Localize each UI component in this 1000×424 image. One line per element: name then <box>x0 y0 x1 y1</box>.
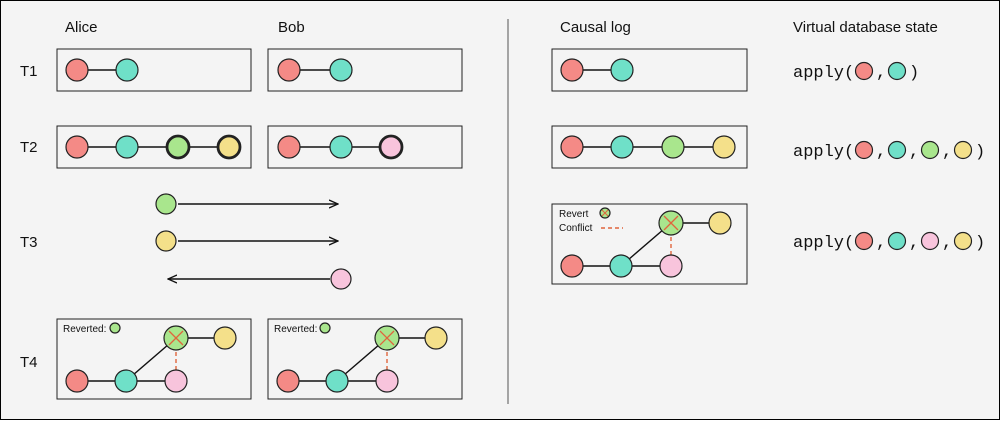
apply-expression-t1: apply(,) <box>793 61 919 83</box>
revert-cross-icon <box>663 215 679 231</box>
node <box>325 369 349 393</box>
apply-suffix: ) <box>909 64 919 83</box>
apply-expression-t2: apply(,,,) <box>793 140 985 162</box>
node <box>164 369 188 393</box>
node <box>213 326 237 350</box>
node <box>609 254 633 278</box>
node <box>375 369 399 393</box>
apply-node <box>887 231 907 251</box>
legend-revert-label: Revert <box>559 209 589 220</box>
node <box>329 135 353 159</box>
apply-node <box>854 61 874 81</box>
node <box>329 58 353 82</box>
apply-separator: , <box>909 234 919 253</box>
apply-suffix: ) <box>975 234 985 253</box>
node <box>155 193 177 215</box>
node <box>708 211 732 235</box>
node <box>610 135 634 159</box>
node <box>276 369 300 393</box>
node <box>277 135 301 159</box>
alice-t1-box <box>56 48 252 92</box>
node <box>155 230 177 252</box>
legend-conflict-label: Conflict <box>559 223 593 234</box>
header-virtual-database-state: Virtual database state <box>793 19 938 36</box>
node-new <box>216 134 242 160</box>
apply-node <box>920 140 940 160</box>
header-causal-log: Causal log <box>560 19 631 36</box>
reverted-node-icon <box>109 322 121 334</box>
header-alice: Alice <box>65 19 98 36</box>
revert-cross-icons <box>168 209 679 346</box>
apply-node <box>953 231 973 251</box>
node <box>560 135 584 159</box>
node <box>65 369 89 393</box>
row-label-t3: T3 <box>20 234 38 251</box>
node <box>712 135 736 159</box>
apply-node <box>887 61 907 81</box>
node-new <box>165 134 191 160</box>
apply-prefix: apply( <box>793 234 854 253</box>
node <box>65 58 89 82</box>
node-new <box>378 134 404 160</box>
row-label-t4: T4 <box>20 354 38 371</box>
apply-expression-t3: apply(,,,) <box>793 231 985 253</box>
node <box>115 58 139 82</box>
row-label-t1: T1 <box>20 63 38 80</box>
apply-separator: , <box>876 234 886 253</box>
apply-node <box>953 140 973 160</box>
apply-separator: , <box>942 234 952 253</box>
node <box>65 135 89 159</box>
node <box>424 326 448 350</box>
revert-cross-icon <box>168 330 184 346</box>
node <box>661 135 685 159</box>
reverted-label-alice: Reverted: <box>63 324 106 335</box>
apply-node <box>887 140 907 160</box>
apply-separator: , <box>942 143 952 162</box>
apply-suffix: ) <box>975 143 985 162</box>
header-bob: Bob <box>278 19 305 36</box>
node <box>114 369 138 393</box>
node <box>115 135 139 159</box>
node <box>560 254 584 278</box>
node <box>330 268 352 290</box>
node <box>277 58 301 82</box>
node <box>560 58 584 82</box>
node <box>610 58 634 82</box>
apply-node <box>854 140 874 160</box>
apply-node <box>854 231 874 251</box>
reverted-label-bob: Reverted: <box>274 324 317 335</box>
revert-cross-icon <box>379 330 395 346</box>
node <box>659 254 683 278</box>
apply-separator: , <box>876 64 886 83</box>
apply-separator: , <box>876 143 886 162</box>
row-label-t2: T2 <box>20 139 38 156</box>
revert-cross-icon <box>601 209 609 217</box>
reverted-node-icon <box>319 322 331 334</box>
apply-separator: , <box>909 143 919 162</box>
apply-prefix: apply( <box>793 64 854 83</box>
apply-prefix: apply( <box>793 143 854 162</box>
apply-node <box>920 231 940 251</box>
